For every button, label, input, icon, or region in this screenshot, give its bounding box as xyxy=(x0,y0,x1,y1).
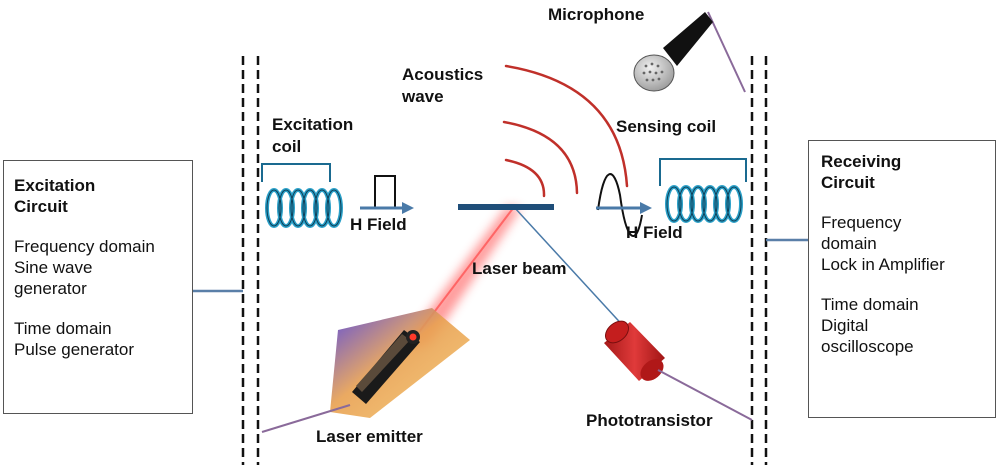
excitation-circuit-title-1: Excitation xyxy=(14,176,96,195)
receiving-freq-line-2: domain xyxy=(821,234,877,253)
receiving-time-line-1: Time domain xyxy=(821,295,919,314)
acoustics-wave-label-1: Acoustics xyxy=(402,65,484,84)
receiving-freq-line-3: Lock in Amplifier xyxy=(821,255,945,274)
receiving-freq-line-1: Frequency xyxy=(821,213,902,232)
excitation-time-line-2: Pulse generator xyxy=(14,340,135,359)
pulse-signal-icon xyxy=(364,175,404,209)
microphone-label: Microphone xyxy=(548,5,645,24)
h-field-left-label: H Field xyxy=(350,215,407,234)
sensing-coil-label: Sensing coil xyxy=(616,117,717,136)
excitation-freq-line-3: generator xyxy=(14,279,87,298)
excitation-freq-line-2: Sine wave xyxy=(14,258,93,277)
receiving-time-line-3: oscilloscope xyxy=(821,337,914,356)
laser-emitter-label: Laser emitter xyxy=(316,427,423,446)
acoustics-wave-label-2: wave xyxy=(402,87,444,106)
excitation-coil-label-2: coil xyxy=(272,137,302,156)
boundary-left xyxy=(241,56,260,465)
receiving-time-line-2: Digital xyxy=(821,316,869,335)
h-field-arrow-right xyxy=(596,202,652,214)
laser-beam-label: Laser beam xyxy=(472,259,567,278)
excitation-coil xyxy=(261,163,343,228)
receiving-circuit-box: Receiving Circuit Frequency domain Lock … xyxy=(808,140,996,418)
excitation-circuit-title-2: Circuit xyxy=(14,197,68,216)
sine-signal-icon xyxy=(597,173,643,238)
excitation-time-line-1: Time domain xyxy=(14,319,112,338)
excitation-coil-label-1: Excitation xyxy=(272,115,354,134)
laser-beam-reflected xyxy=(513,206,628,331)
receiving-circuit-title-2: Circuit xyxy=(821,173,875,192)
h-field-right-label: H Field xyxy=(626,223,683,242)
receiving-circuit-title-1: Receiving xyxy=(821,152,902,171)
acoustic-waves xyxy=(502,64,629,198)
sensing-coil xyxy=(659,158,747,223)
boundary-right xyxy=(750,56,768,465)
microphone-icon xyxy=(633,11,746,93)
laser-emitter-icon xyxy=(261,308,470,433)
sample-bar xyxy=(458,204,554,210)
h-field-arrow-left xyxy=(360,202,414,214)
phototransistor-icon xyxy=(604,320,753,421)
phototransistor-label: Phototransistor xyxy=(586,411,713,430)
excitation-circuit-box: Excitation Circuit Frequency domain Sine… xyxy=(3,160,193,414)
excitation-freq-line-1: Frequency domain xyxy=(14,237,155,256)
